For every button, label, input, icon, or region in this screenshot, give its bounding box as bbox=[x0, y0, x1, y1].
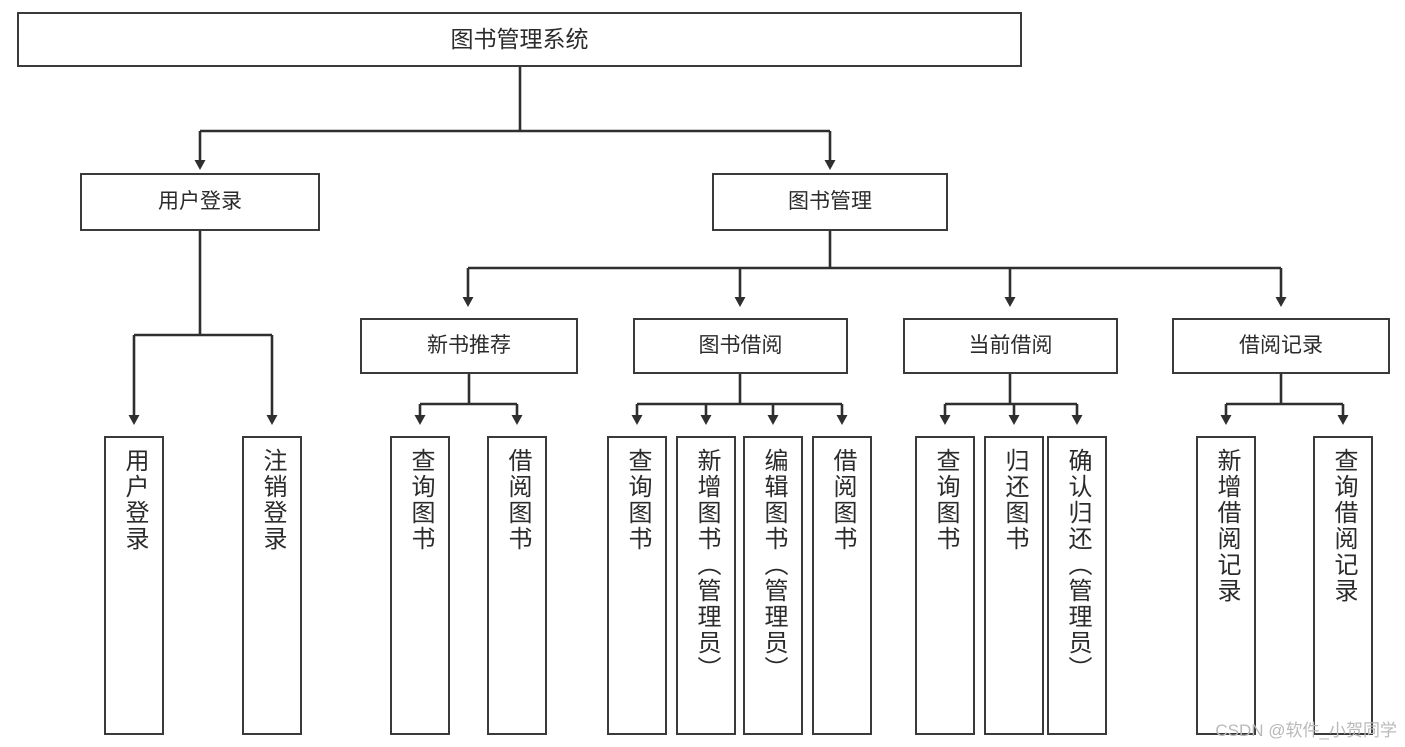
leaf-node[interactable]: 确认归还（管理员） bbox=[1047, 436, 1107, 735]
node-user-login[interactable]: 用户登录 bbox=[80, 173, 320, 231]
leaf-node[interactable]: 查询图书 bbox=[390, 436, 450, 735]
leaf-node-label: 用户登录 bbox=[121, 448, 148, 552]
node-root[interactable]: 图书管理系统 bbox=[17, 12, 1022, 67]
leaf-node[interactable]: 查询图书 bbox=[607, 436, 667, 735]
leaf-node[interactable]: 注销登录 bbox=[242, 436, 302, 735]
leaf-node[interactable]: 新增图书（管理员） bbox=[676, 436, 736, 735]
node-user-login-label: 用户登录 bbox=[158, 189, 242, 213]
leaf-node[interactable]: 借阅图书 bbox=[812, 436, 872, 735]
leaf-node-label: 注销登录 bbox=[259, 448, 286, 552]
leaf-node-label: 确认归还（管理员） bbox=[1064, 448, 1091, 682]
node-current-borrow-label: 当前借阅 bbox=[968, 333, 1053, 357]
leaf-node-label: 查询图书 bbox=[932, 448, 959, 552]
leaf-node[interactable]: 编辑图书（管理员） bbox=[743, 436, 803, 735]
node-root-label: 图书管理系统 bbox=[450, 25, 589, 52]
node-current-borrow[interactable]: 当前借阅 bbox=[903, 318, 1118, 374]
node-book-borrow[interactable]: 图书借阅 bbox=[633, 318, 848, 374]
node-book-management[interactable]: 图书管理 bbox=[712, 173, 948, 231]
leaf-node-label: 查询图书 bbox=[624, 448, 651, 552]
leaf-node[interactable]: 归还图书 bbox=[984, 436, 1044, 735]
node-borrow-record-label: 借阅记录 bbox=[1239, 333, 1323, 357]
leaf-node-label: 编辑图书（管理员） bbox=[760, 448, 787, 682]
leaf-node[interactable]: 新增借阅记录 bbox=[1196, 436, 1256, 735]
node-borrow-record[interactable]: 借阅记录 bbox=[1172, 318, 1390, 374]
leaf-node-label: 借阅图书 bbox=[829, 448, 856, 552]
leaf-node[interactable]: 查询借阅记录 bbox=[1313, 436, 1373, 735]
node-book-management-label: 图书管理 bbox=[788, 189, 872, 213]
node-book-borrow-label: 图书借阅 bbox=[698, 333, 783, 357]
watermark: CSDN @软件_小贺同学 bbox=[1215, 721, 1397, 740]
node-new-book-recommend[interactable]: 新书推荐 bbox=[360, 318, 578, 374]
leaf-node-label: 借阅图书 bbox=[504, 448, 531, 552]
leaf-node-label: 查询图书 bbox=[407, 448, 434, 552]
leaf-node[interactable]: 查询图书 bbox=[915, 436, 975, 735]
leaf-node[interactable]: 用户登录 bbox=[104, 436, 164, 735]
leaf-node-label: 新增图书（管理员） bbox=[693, 448, 720, 682]
leaf-node-label: 查询借阅记录 bbox=[1330, 448, 1357, 604]
leaf-node-label: 新增借阅记录 bbox=[1213, 448, 1240, 604]
leaf-node-label: 归还图书 bbox=[1001, 448, 1028, 552]
leaf-node[interactable]: 借阅图书 bbox=[487, 436, 547, 735]
node-new-book-recommend-label: 新书推荐 bbox=[427, 333, 511, 357]
